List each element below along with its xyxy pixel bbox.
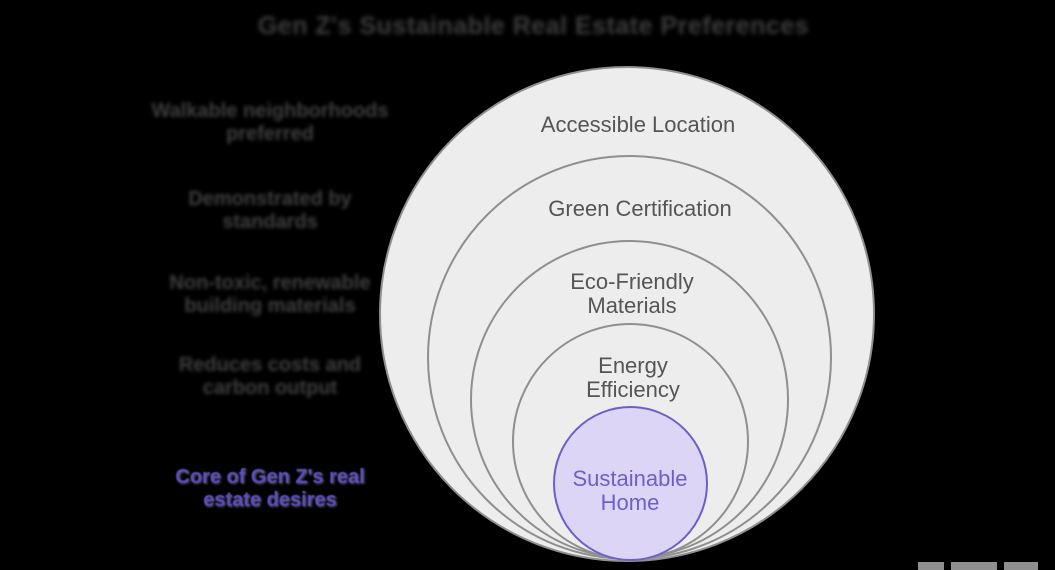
ring-sustainable-home-core [553,406,708,561]
annotation-line: carbon output [202,377,338,399]
diagram-title: Gen Z's Sustainable Real Estate Preferen… [257,12,810,40]
annotation-line: standards [222,211,318,233]
annotation-line: Core of Gen Z's real [175,466,365,488]
ring-label-green-certification: Green Certification [548,196,732,221]
ring-label-line: Home [600,490,660,515]
annotation-line: building materials [184,295,356,317]
annotation-green-certification: Demonstrated by standards [150,188,390,234]
ring-label-line: Eco-Friendly [570,269,694,294]
annotation-sustainable-home-core: Core of Gen Z's real estate desires [150,466,390,512]
watermark-fragment [918,562,944,570]
annotation-energy-efficiency: Reduces costs and carbon output [150,354,390,400]
annotation-line: Demonstrated by [188,188,352,210]
ring-label-line: Materials [587,293,677,318]
watermark-fragment [1004,562,1038,570]
watermark [918,562,1038,570]
ring-label-sustainable-home: Sustainable Home [573,467,688,515]
annotation-line: Walkable neighborhoods [151,100,389,122]
watermark-fragment [951,562,997,570]
ring-label-accessible-location: Accessible Location [540,112,736,137]
ring-label-line: Energy [598,353,668,378]
annotation-line: Reduces costs and [178,354,362,376]
ring-label-energy-efficiency: Energy Efficiency [586,354,680,402]
annotation-line: estate desires [203,489,337,511]
annotation-line: Non-toxic, renewable [169,272,371,294]
ring-label-line: Efficiency [586,377,680,402]
annotation-eco-friendly-materials: Non-toxic, renewable building materials [150,272,390,318]
annotation-accessible-location: Walkable neighborhoods preferred [150,100,390,146]
ring-label-line: Sustainable [572,466,688,491]
annotation-line: preferred [226,123,314,145]
ring-label-eco-friendly-materials: Eco-Friendly Materials [570,270,693,318]
